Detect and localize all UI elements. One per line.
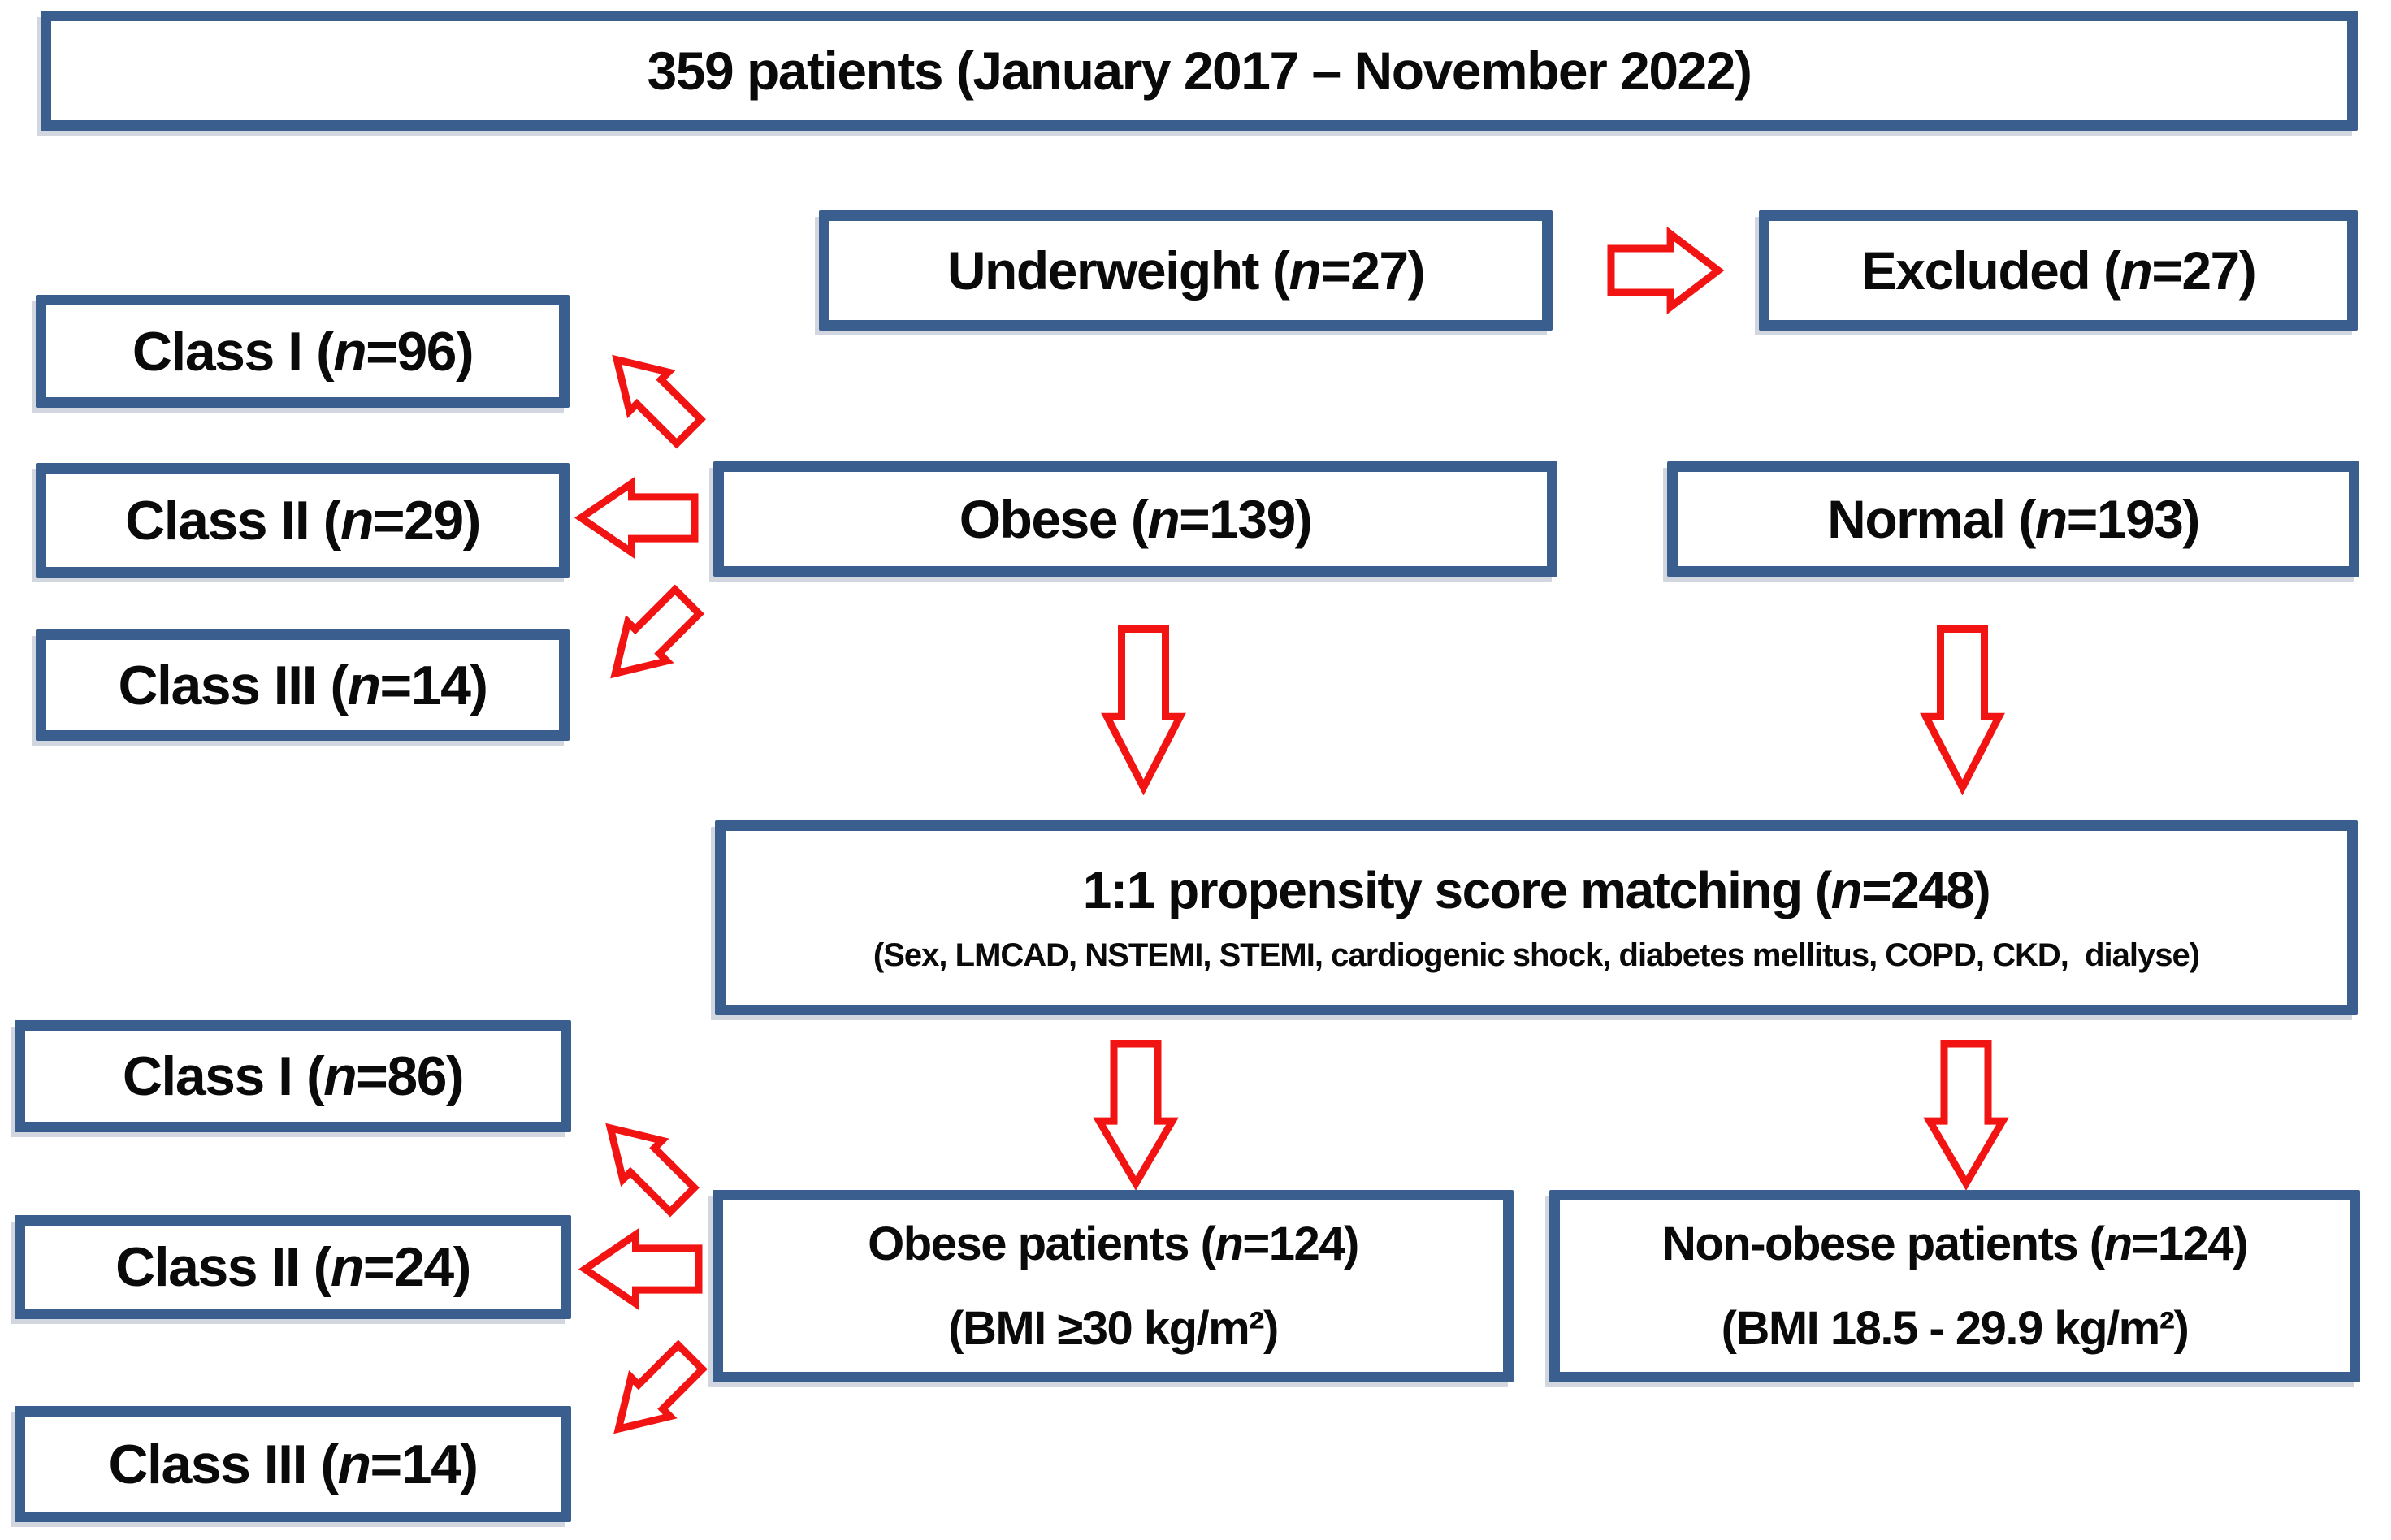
obese-class-3-box: Class III (n=14) <box>36 629 570 741</box>
excluded-n: n <box>2120 240 2152 301</box>
propensity-matching-text: 1:1 propensity score matching ( <box>1082 860 1832 919</box>
matched-class-3-post: =14) <box>370 1433 479 1495</box>
matched-class-2-label: Class II (n=24) <box>115 1235 472 1299</box>
propensity-matching-title: 1:1 propensity score matching (n=248) <box>1082 859 1991 922</box>
matched-class-3-box: Class III (n=14) <box>15 1406 571 1522</box>
matched-class-3-text: Class III ( <box>108 1433 339 1495</box>
excluded-label: Excluded (n=27) <box>1860 240 2257 301</box>
normal-text: Normal ( <box>1827 489 2036 549</box>
flow-arrow-down-left-icon <box>593 1332 716 1455</box>
matched-class-2-n: n <box>330 1236 365 1298</box>
obese-class-1-text: Class I ( <box>132 320 335 383</box>
nonobese-matched-n: n <box>2103 1218 2133 1271</box>
obese-class-3-text: Class III ( <box>118 654 349 716</box>
obese-matched-box: Obese patients (n=124) (BMI ≥30 kg/m²) <box>713 1190 1514 1382</box>
normal-label: Normal (n=193) <box>1827 488 2201 550</box>
total-patients-box: 359 patients (January 2017 – November 20… <box>41 11 2358 131</box>
matched-class-3-label: Class III (n=14) <box>108 1433 479 1496</box>
obese-class-2-post: =29) <box>372 489 482 552</box>
total-patients-label: 359 patients (January 2017 – November 20… <box>648 40 1752 102</box>
normal-box: Normal (n=193) <box>1667 461 2359 577</box>
flow-arrow-left-icon <box>574 476 699 560</box>
underweight-text: Underweight ( <box>946 240 1290 301</box>
flow-arrow-down-icon <box>1101 625 1186 796</box>
flow-arrow-down-icon <box>1920 625 2005 796</box>
propensity-matching-box: 1:1 propensity score matching (n=248) (S… <box>715 820 2358 1015</box>
obese-class-1-post: =96) <box>366 320 474 383</box>
obese-class-1-n: n <box>333 320 367 383</box>
matched-class-3-n: n <box>337 1433 372 1495</box>
obese-label: Obese (n=139) <box>959 488 1313 550</box>
obese-class-3-post: =14) <box>379 654 489 716</box>
obese-box: Obese (n=139) <box>713 461 1557 577</box>
propensity-matching-post: =248) <box>1861 860 1990 919</box>
nonobese-matched-box: Non-obese patients (n=124) (BMI 18.5 - 2… <box>1549 1190 2360 1382</box>
obese-class-3-label: Class III (n=14) <box>118 654 489 717</box>
matched-class-1-label: Class I (n=86) <box>122 1045 465 1108</box>
matched-class-2-box: Class II (n=24) <box>15 1215 571 1319</box>
obese-class-1-box: Class I (n=96) <box>36 295 570 408</box>
obese-class-3-n: n <box>347 654 382 716</box>
obese-matched-text: Obese patients ( <box>868 1218 1216 1271</box>
flow-arrow-down-icon <box>1923 1040 2009 1191</box>
underweight-n: n <box>1289 240 1321 301</box>
obese-matched-post: =124) <box>1242 1218 1359 1271</box>
matched-class-1-text: Class I ( <box>122 1045 325 1107</box>
nonobese-matched-line1: Non-obese patients (n=124) <box>1661 1202 2249 1286</box>
nonobese-matched-post: =124) <box>2131 1218 2249 1271</box>
obese-class-2-box: Class II (n=29) <box>36 463 570 578</box>
matched-class-1-post: =86) <box>356 1045 465 1107</box>
obese-class-2-n: n <box>340 489 375 552</box>
obese-matched-line1: Obese patients (n=124) <box>868 1202 1359 1286</box>
total-patients-text: 359 patients (January 2017 – November 20… <box>647 41 1752 101</box>
matched-class-1-box: Class I (n=86) <box>15 1020 571 1132</box>
nonobese-matched-text: Non-obese patients ( <box>1661 1218 2105 1271</box>
underweight-box: Underweight (n=27) <box>819 210 1553 331</box>
obese-class-1-label: Class I (n=96) <box>132 320 474 383</box>
matched-class-2-text: Class II ( <box>115 1236 331 1298</box>
underweight-post: =27) <box>1320 240 1425 301</box>
normal-n: n <box>2034 489 2068 549</box>
propensity-matching-covariates: (Sex, LMCAD, NSTEMI, STEMI, cardiogenic … <box>873 937 2200 974</box>
flow-arrow-down-icon <box>1093 1040 1179 1191</box>
normal-post: =193) <box>2066 489 2201 549</box>
nonobese-matched-bmi: (BMI 18.5 - 29.9 kg/m²) <box>1721 1301 2190 1355</box>
obese-matched-bmi: (BMI ≥30 kg/m²) <box>948 1301 1279 1355</box>
flow-arrow-left-icon <box>578 1227 703 1311</box>
obese-matched-n: n <box>1215 1218 1243 1271</box>
flow-arrow-up-left-icon <box>585 1103 708 1226</box>
obese-text: Obese ( <box>959 489 1149 549</box>
obese-class-2-text: Class II ( <box>125 489 341 552</box>
obese-class-2-label: Class II (n=29) <box>125 489 482 552</box>
flow-arrow-right-icon <box>1607 226 1725 315</box>
flow-arrow-down-left-icon <box>590 577 713 699</box>
excluded-box: Excluded (n=27) <box>1759 210 2358 331</box>
underweight-label: Underweight (n=27) <box>946 240 1426 301</box>
excluded-text: Excluded ( <box>1860 240 2121 301</box>
obese-n: n <box>1147 489 1180 549</box>
obese-post: =139) <box>1179 489 1313 549</box>
matched-class-1-n: n <box>323 1045 357 1107</box>
excluded-post: =27) <box>2151 240 2256 301</box>
flow-arrow-up-left-icon <box>591 335 714 457</box>
matched-class-2-post: =24) <box>362 1236 472 1298</box>
propensity-matching-n: n <box>1830 860 1863 919</box>
